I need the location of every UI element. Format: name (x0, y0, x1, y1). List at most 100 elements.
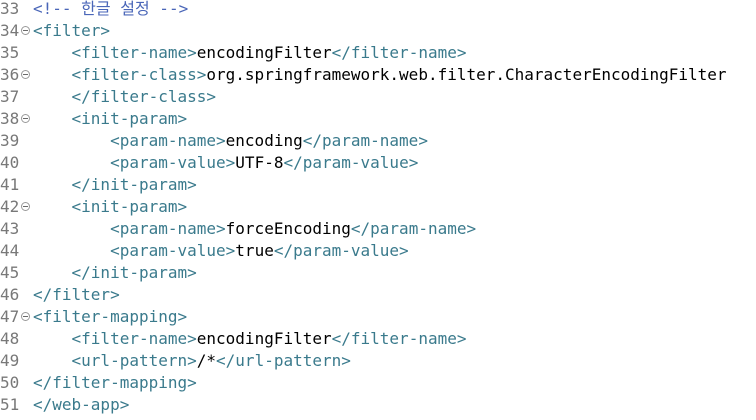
code-content: <filter-mapping> (33, 306, 187, 328)
xml-tag: <filter-name> (71, 43, 197, 62)
code-content: <filter-class>org.springframework.web.fi… (33, 64, 727, 86)
xml-tag: <filter-name> (71, 329, 197, 348)
code-line[interactable]: 33 <!-- 한글 설정 --> (0, 0, 756, 20)
code-content: </filter-class> (33, 86, 217, 108)
code-line[interactable]: 38 <init-param> (0, 108, 756, 130)
xml-text: encodingFilter (196, 43, 332, 62)
line-number: 48 (0, 329, 20, 348)
fold-collapse-icon[interactable] (21, 26, 30, 35)
line-number: 33 (0, 0, 20, 18)
code-content: <init-param> (33, 108, 188, 130)
fold-collapse-icon[interactable] (21, 312, 30, 321)
xml-tag: <param-name> (110, 219, 226, 238)
code-line[interactable]: 40 <param-value>UTF-8</param-value> (0, 152, 756, 174)
line-number: 39 (0, 131, 20, 150)
xml-tag: </param-name> (302, 131, 428, 150)
xml-tag: </filter-class> (71, 87, 217, 106)
code-content: </filter> (33, 284, 120, 306)
xml-tag: </filter-mapping> (33, 373, 197, 392)
line-number: 43 (0, 219, 20, 238)
code-line[interactable]: 48 <filter-name>encodingFilter</filter-n… (0, 328, 756, 350)
indent (33, 109, 72, 128)
indent (33, 329, 72, 348)
xml-tag: </init-param> (71, 175, 197, 194)
indent (33, 263, 72, 282)
xml-tag: <param-value> (110, 241, 236, 260)
code-line[interactable]: 47<filter-mapping> (0, 306, 756, 328)
indent (33, 131, 110, 150)
xml-tag: </filter-name> (331, 43, 467, 62)
xml-tag: </url-pattern> (216, 351, 351, 370)
indent (33, 241, 110, 260)
indent (33, 351, 72, 370)
xml-tag: <filter> (33, 21, 111, 40)
code-content: <!-- 한글 설정 --> (33, 0, 188, 20)
xml-text: true (235, 241, 274, 260)
fold-collapse-icon[interactable] (21, 70, 30, 79)
code-line[interactable]: 36 <filter-class>org.springframework.web… (0, 64, 756, 86)
xml-text: forceEncoding (225, 219, 351, 238)
line-number: 51 (0, 395, 20, 414)
code-line[interactable]: 41 </init-param> (0, 174, 756, 196)
line-number: 40 (0, 153, 20, 172)
code-content: </filter-mapping> (33, 372, 197, 394)
code-line[interactable]: 43 <param-name>forceEncoding</param-name… (0, 218, 756, 240)
xml-text: encoding (225, 131, 303, 150)
line-number: 45 (0, 263, 20, 282)
fold-collapse-icon[interactable] (21, 202, 30, 211)
code-content: <filter-name>encodingFilter</filter-name… (33, 328, 467, 350)
xml-tag: <param-name> (110, 131, 226, 150)
code-content: <param-name>forceEncoding</param-name> (33, 218, 476, 240)
code-content: <param-value>true</param-value> (33, 240, 409, 262)
indent (33, 197, 72, 216)
code-line[interactable]: 37 </filter-class> (0, 86, 756, 108)
xml-tag: </web-app> (33, 395, 130, 414)
code-content: </init-param> (33, 174, 197, 196)
xml-tag: <filter-mapping> (33, 307, 188, 326)
code-content: </init-param> (33, 262, 197, 284)
line-number: 44 (0, 241, 20, 260)
code-content: <filter-name>encodingFilter</filter-name… (33, 42, 467, 64)
code-content: <param-name>encoding</param-name> (33, 130, 428, 152)
code-line[interactable]: 42 <init-param> (0, 196, 756, 218)
indent (33, 153, 110, 172)
line-number: 41 (0, 175, 20, 194)
code-content: <filter> (33, 20, 110, 42)
indent (33, 87, 72, 106)
line-number: 37 (0, 87, 20, 106)
line-number: 42 (0, 197, 20, 216)
code-line[interactable]: 45 </init-param> (0, 262, 756, 284)
line-number: 34 (0, 21, 20, 40)
indent (33, 219, 110, 238)
indent (33, 43, 72, 62)
code-line[interactable]: 50 </filter-mapping> (0, 372, 756, 394)
code-line[interactable]: 49 <url-pattern>/*</url-pattern> (0, 350, 756, 372)
xml-text: org.springframework.web.filter.Character… (206, 65, 727, 84)
line-number: 46 (0, 285, 20, 304)
line-number: 35 (0, 43, 20, 62)
xml-tag: <init-param> (71, 197, 188, 216)
xml-tag: <param-value> (110, 153, 236, 172)
xml-tag: </filter> (33, 285, 120, 304)
xml-tag: </param-value> (273, 241, 409, 260)
line-number: 38 (0, 109, 20, 128)
code-line[interactable]: 34 <filter> (0, 20, 756, 42)
xml-tag: <init-param> (71, 109, 188, 128)
xml-text: encodingFilter (196, 329, 332, 348)
code-line[interactable]: 46 </filter> (0, 284, 756, 306)
code-line[interactable]: 35 <filter-name>encodingFilter</filter-n… (0, 42, 756, 64)
code-line[interactable]: 51 </web-app> (0, 394, 756, 416)
code-content: <init-param> (33, 196, 188, 218)
xml-tag: </filter-name> (331, 329, 467, 348)
line-number: 50 (0, 373, 20, 392)
code-content: </web-app> (33, 394, 129, 416)
line-number: 49 (0, 351, 20, 370)
xml-tag: <filter-class> (71, 65, 207, 84)
code-line[interactable]: 44 <param-value>true</param-value> (0, 240, 756, 262)
indent (33, 175, 72, 194)
code-line[interactable]: 39 <param-name>encoding</param-name> (0, 130, 756, 152)
xml-tag: <url-pattern> (71, 351, 197, 370)
xml-tag: </init-param> (71, 263, 197, 282)
fold-collapse-icon[interactable] (21, 114, 30, 123)
